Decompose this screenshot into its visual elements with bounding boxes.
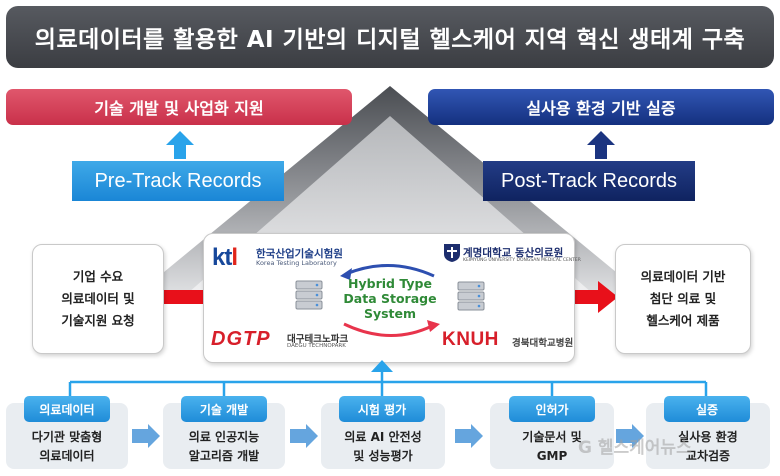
pre-track-records-label: Pre-Track Records [72, 161, 284, 201]
data-exchange-arrows [340, 264, 440, 337]
dgtp-subtitle: DAEGU TECHNOPARK [287, 343, 346, 349]
stage-label-approval: 인허가 [509, 396, 595, 422]
kmu-subtitle: KEIMYUNG UNIVERSITY DONGSAN MEDICAL CENT… [463, 258, 581, 263]
hybrid-line: Data Storage [343, 291, 437, 306]
tech-support-banner: 기술 개발 및 사업화 지원 [6, 89, 352, 125]
stage-description: 의료 인공지능 알고리즘 개발 [163, 428, 285, 466]
stage-line: GMP [536, 449, 568, 463]
dgtp-name: 대구테크노파크 [287, 334, 349, 345]
stage-description: 다기관 맞춤형 의료데이터 [6, 428, 128, 466]
stage-label-data: 의료데이터 [24, 396, 110, 422]
stage-label-testing: 시험 평가 [339, 396, 425, 422]
stage-line: 및 성능평가 [353, 449, 413, 463]
server-icon [457, 281, 485, 311]
stage-label-validation: 실증 [664, 396, 750, 422]
stage-description: 실사용 환경 교차검증 [646, 428, 770, 466]
ktl-mark-b: l [231, 244, 238, 271]
arrow-up-icon [166, 131, 194, 159]
stage-line: 의료 AI 안전성 [344, 430, 422, 444]
chevron-right-icon [616, 424, 644, 448]
knuh-mark: KNUH [442, 329, 499, 350]
stage-line: 의료 인공지능 [188, 430, 260, 444]
box-line: 첨단 의료 및 [649, 291, 717, 306]
hybrid-storage-label: Hybrid Type Data Storage System [340, 276, 440, 321]
hybrid-line: System [363, 306, 417, 321]
chevron-right-icon [132, 424, 160, 448]
real-world-validation-banner: 실사용 환경 기반 실증 [428, 89, 774, 125]
main-title: 의료데이터를 활용한 AI 기반의 디지털 헬스케어 지역 혁신 생태계 구축 [6, 6, 774, 68]
ktl-mark: ktl [212, 244, 238, 272]
box-line: 기술지원 요청 [61, 313, 135, 328]
stage-connector-lines [68, 360, 708, 398]
shield-icon [444, 244, 460, 262]
healthcare-news-watermark: G 헬스케어뉴스 [578, 438, 692, 458]
box-line: 헬스케어 제품 [646, 313, 720, 328]
stage-line: 알고리즘 개발 [188, 449, 260, 463]
stage-line: 의료데이터 [39, 449, 95, 463]
kmu-name: 계명대학교 동산의료원 [463, 247, 564, 259]
knuh-name: 경북대학교병원 [512, 338, 574, 349]
hybrid-storage-panel [203, 233, 575, 363]
stage-line: 다기관 맞춤형 [31, 430, 103, 444]
arrow-right-icon [163, 290, 205, 304]
chevron-right-icon [290, 424, 318, 448]
chevron-right-icon [455, 424, 483, 448]
stage-description: 기술문서 및 GMP [490, 428, 614, 466]
box-line: 의료데이터 및 [61, 291, 135, 306]
stage-description: 의료 AI 안전성 및 성능평가 [321, 428, 445, 466]
stage-line: 교차검증 [685, 449, 731, 463]
stage-line: 실사용 환경 [678, 430, 738, 444]
stage-label-development: 기술 개발 [181, 396, 267, 422]
box-line: 기업 수요 [72, 269, 124, 284]
server-icon [295, 280, 323, 310]
box-line: 의료데이터 기반 [640, 269, 726, 284]
company-request-box: 기업 수요 의료데이터 및 기술지원 요청 [32, 244, 164, 354]
dgtp-mark: DGTP [211, 328, 271, 350]
arrow-up-icon [587, 131, 615, 159]
product-output-box: 의료데이터 기반 첨단 의료 및 헬스케어 제품 [615, 244, 751, 354]
arrow-right-icon [574, 281, 618, 313]
stage-line: 기술문서 및 [522, 430, 582, 444]
hybrid-line: Hybrid Type [348, 276, 432, 291]
ktl-name: 한국산업기술시험원 [256, 248, 343, 260]
ktl-mark-a: kt [212, 244, 232, 271]
ktl-subtitle: Korea Testing Laboratory [256, 259, 337, 267]
post-track-records-label: Post-Track Records [483, 161, 695, 201]
